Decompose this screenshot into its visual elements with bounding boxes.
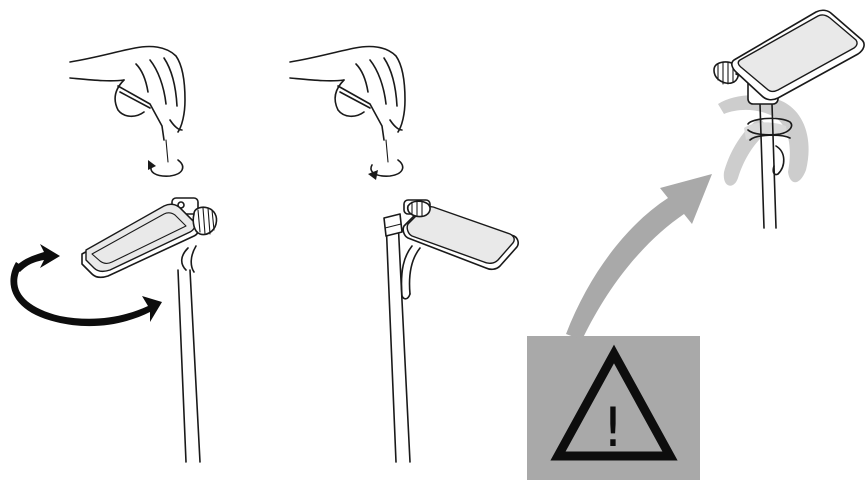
warning-symbol: !	[602, 396, 624, 459]
counterclockwise-arrow-icon	[148, 160, 183, 176]
warning-panel: !	[527, 336, 700, 480]
hand-with-hex-key-2	[290, 47, 405, 162]
phone-holder-1	[82, 204, 199, 277]
knob-1	[193, 207, 216, 234]
hand-with-hex-key-1	[70, 47, 185, 162]
phone-holder-3	[732, 10, 864, 99]
pole-1	[178, 270, 200, 462]
pole-2	[384, 214, 410, 462]
step-3-attach-with-band: !	[527, 10, 864, 480]
step-1-loosen-and-rotate	[10, 47, 216, 462]
step-2-tighten	[290, 47, 518, 462]
direction-arrow	[566, 174, 712, 340]
counterclockwise-arrow-icon	[368, 160, 403, 180]
band-loop	[718, 95, 809, 185]
knob-2	[408, 201, 430, 217]
